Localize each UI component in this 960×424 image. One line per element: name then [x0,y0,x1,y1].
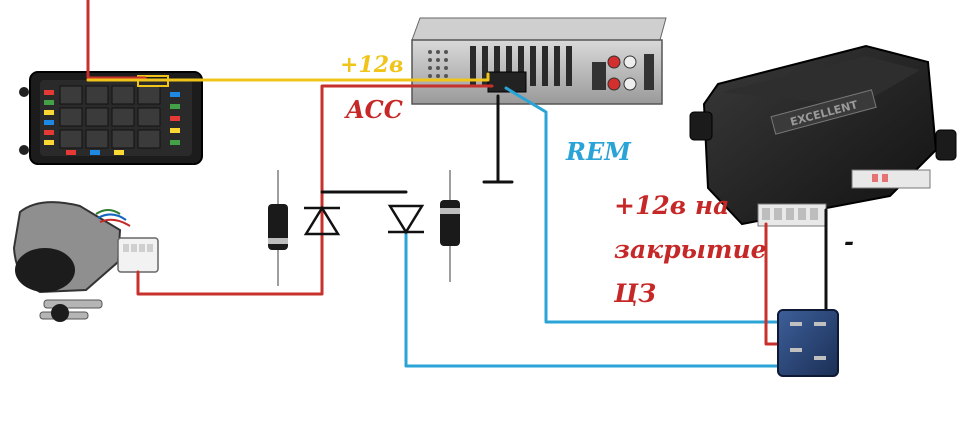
wire-red-fuse-feed [86,0,147,80]
wire-red-acc [136,84,494,296]
label-cz-line1: +12в на [614,191,729,220]
ignition-switch [12,201,159,322]
label-cz-line3: ЦЗ [613,279,656,308]
fuse-box [19,71,203,165]
diode-symbol-left [303,205,341,236]
label-cz-line2: закрытие [614,235,767,264]
label-acc: ACC [344,95,403,124]
diode-symbol-right [387,204,425,235]
wire-blue-rem [504,86,788,324]
label-ground: - [844,227,854,256]
wire-yellow-12v [86,72,490,82]
diode-right [440,170,460,282]
alarm-control-unit: EXCELLENT [689,44,957,227]
relay [777,309,839,377]
label-rem: REM [565,137,632,166]
diode-left [268,170,288,286]
car-radio [411,17,667,105]
label-12v: +12в [340,52,404,78]
wires [86,0,828,368]
